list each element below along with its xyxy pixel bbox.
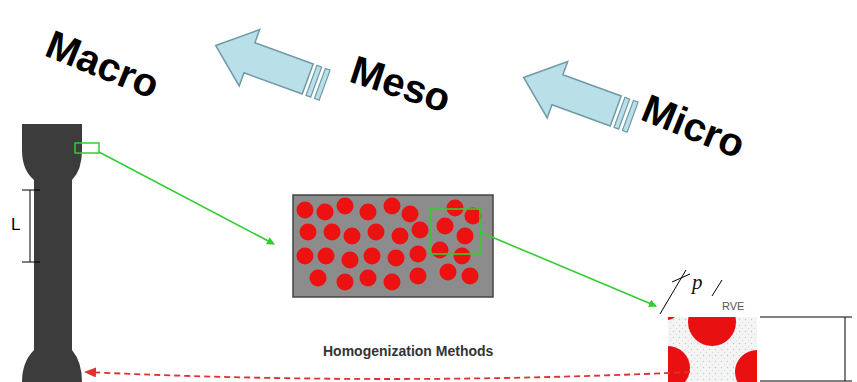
particle [457, 228, 474, 245]
particle [388, 250, 405, 267]
particle [447, 200, 464, 217]
particle [440, 264, 457, 281]
particle [454, 248, 471, 265]
particle [462, 268, 479, 285]
zoom-box [430, 209, 480, 254]
particle [437, 218, 454, 235]
particle [412, 222, 429, 239]
particle [337, 198, 354, 215]
particle [410, 268, 427, 285]
homogenization-arrow [86, 372, 690, 379]
particle [360, 270, 377, 287]
particle [337, 274, 354, 291]
scale-arrow [513, 49, 643, 145]
particle [410, 246, 427, 263]
particle [368, 224, 385, 241]
particle [297, 202, 314, 219]
particle [384, 274, 401, 291]
particle [324, 224, 341, 241]
meso-panel [293, 195, 493, 297]
tensile-specimen [22, 124, 82, 382]
rve-cell [668, 317, 757, 382]
dimension-label: p [692, 270, 703, 295]
particle [297, 248, 314, 265]
particle [318, 248, 335, 265]
particle [364, 248, 381, 265]
zoom-box [75, 143, 99, 153]
particle [310, 270, 327, 287]
particle [342, 252, 359, 269]
particle [360, 204, 377, 221]
particle [300, 224, 317, 241]
scale-arrow [205, 17, 335, 113]
particle [384, 198, 401, 215]
particle [465, 208, 482, 225]
rve-label: RVE [722, 300, 744, 312]
particle [392, 228, 409, 245]
scale-label: Meso [345, 47, 456, 121]
method-label: Homogenization Methods [320, 343, 496, 359]
dimension-label: L [11, 215, 20, 235]
scale-label: Macro [40, 22, 166, 108]
particle [317, 204, 334, 221]
particle [432, 242, 449, 259]
particle [402, 206, 419, 223]
particle [344, 228, 361, 245]
scale-label: Micro [636, 86, 752, 168]
